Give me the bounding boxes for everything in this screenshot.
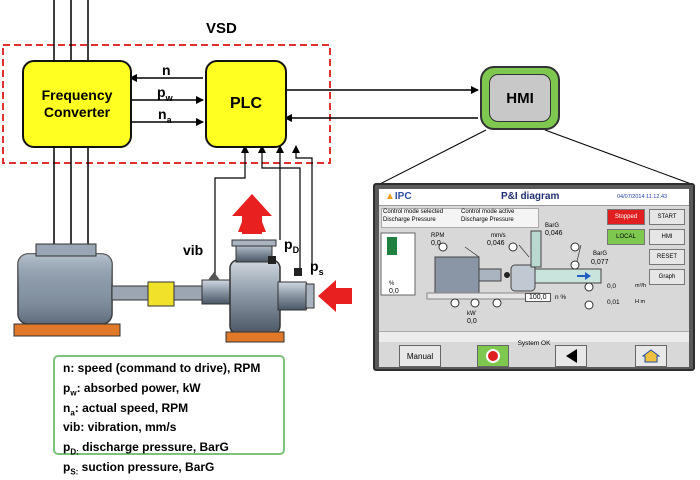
barg-top-value: 0,046 [545,230,563,237]
rpm-label: RPM [431,233,445,239]
alarm-button[interactable] [477,345,509,367]
reset-button[interactable]: RESET [649,249,685,265]
hmi-label: HMI [506,89,534,107]
head-unit: H m [635,299,646,305]
legend-item: na: actual speed, RPM [63,400,189,417]
mms-label: mm/s [491,233,506,239]
hmi-datetime: 04/07/2014 11.12.43 [617,194,668,200]
status-text: System OK [517,340,551,347]
legend-item: n: speed (command to drive), RPM [63,361,261,375]
barg-right-label: BarG [593,251,608,257]
vsd-boundary [2,44,331,164]
hmi-button[interactable]: HMI [649,229,685,245]
home-button[interactable] [635,345,667,367]
pd-label: pD [284,236,300,255]
signal-na-label: na [158,106,172,125]
diagram-lines [2,0,695,343]
home-icon [642,349,660,363]
rpm-value: 0,0 [431,240,441,247]
frequency-converter-label: Frequency Converter [41,87,113,120]
vsd-label: VSD [206,20,237,37]
legend: n: speed (command to drive), RPM pw: abs… [53,355,285,476]
legend-item: vib: vibration, mm/s [63,420,177,435]
pump [225,239,315,343]
flow-in-arrow [318,280,352,312]
ps-label: ps [310,258,324,277]
graph-button[interactable]: Graph [649,269,685,285]
control-mode-active-label: Control mode active [461,209,515,215]
legend-item: pw: absorbed power, kW [63,380,201,398]
speed-unit: n % [555,294,567,301]
control-mode-selected-value[interactable]: Discharge Pressure [383,217,436,223]
pct-value: 0,0 [389,288,399,295]
kw-label: kW [467,311,476,317]
hmi-box: HMI [480,66,560,130]
motor [13,243,153,337]
back-arrow-icon [565,349,577,363]
hmi-title: P&I diagram [501,191,560,202]
signal-pw-label: pw [157,84,173,103]
legend-item: pS: suction pressure, BarG [63,459,215,477]
back-button[interactable] [555,345,587,367]
kw-value: 0,0 [467,318,477,325]
signal-n-label: n [162,62,171,78]
speed-input[interactable]: 100,0 [525,293,551,302]
mms-value: 0,046 [487,240,505,247]
control-mode-active-value: Discharge Pressure [461,217,514,223]
coupling [147,281,175,307]
flow-value: 0,0 [607,283,617,290]
flow-unit: m³/h [635,283,646,289]
hmi-header [379,189,689,206]
alarm-icon [486,349,500,363]
pct-label: % [389,281,395,287]
barg-top-label: BarG [545,223,560,229]
barg-right-value: 0,077 [591,259,609,266]
manual-button[interactable]: Manual [399,345,441,367]
stopped-indicator: Stopped [607,209,645,225]
ipc-logo: ▲IPC [385,191,412,202]
plc-label: PLC [230,95,262,112]
plc-box: PLC [205,60,287,148]
legend-item: pD: discharge pressure, BarG [63,440,229,457]
head-value: 0,01 [607,299,620,306]
local-indicator: LOCAL [607,229,645,245]
hmi-screen: ▲IPC P&I diagram 04/07/2014 11.12.43 Con… [373,183,695,371]
status-bar: System OK [379,331,689,347]
start-button[interactable]: START [649,209,685,225]
frequency-converter-box: Frequency Converter [22,60,132,148]
vib-label: vib [183,242,204,258]
pid-drawing [380,230,602,310]
control-mode-selected-label: Control mode selected [383,209,444,215]
hmi-screen-content: ▲IPC P&I diagram 04/07/2014 11.12.43 Con… [379,189,689,367]
